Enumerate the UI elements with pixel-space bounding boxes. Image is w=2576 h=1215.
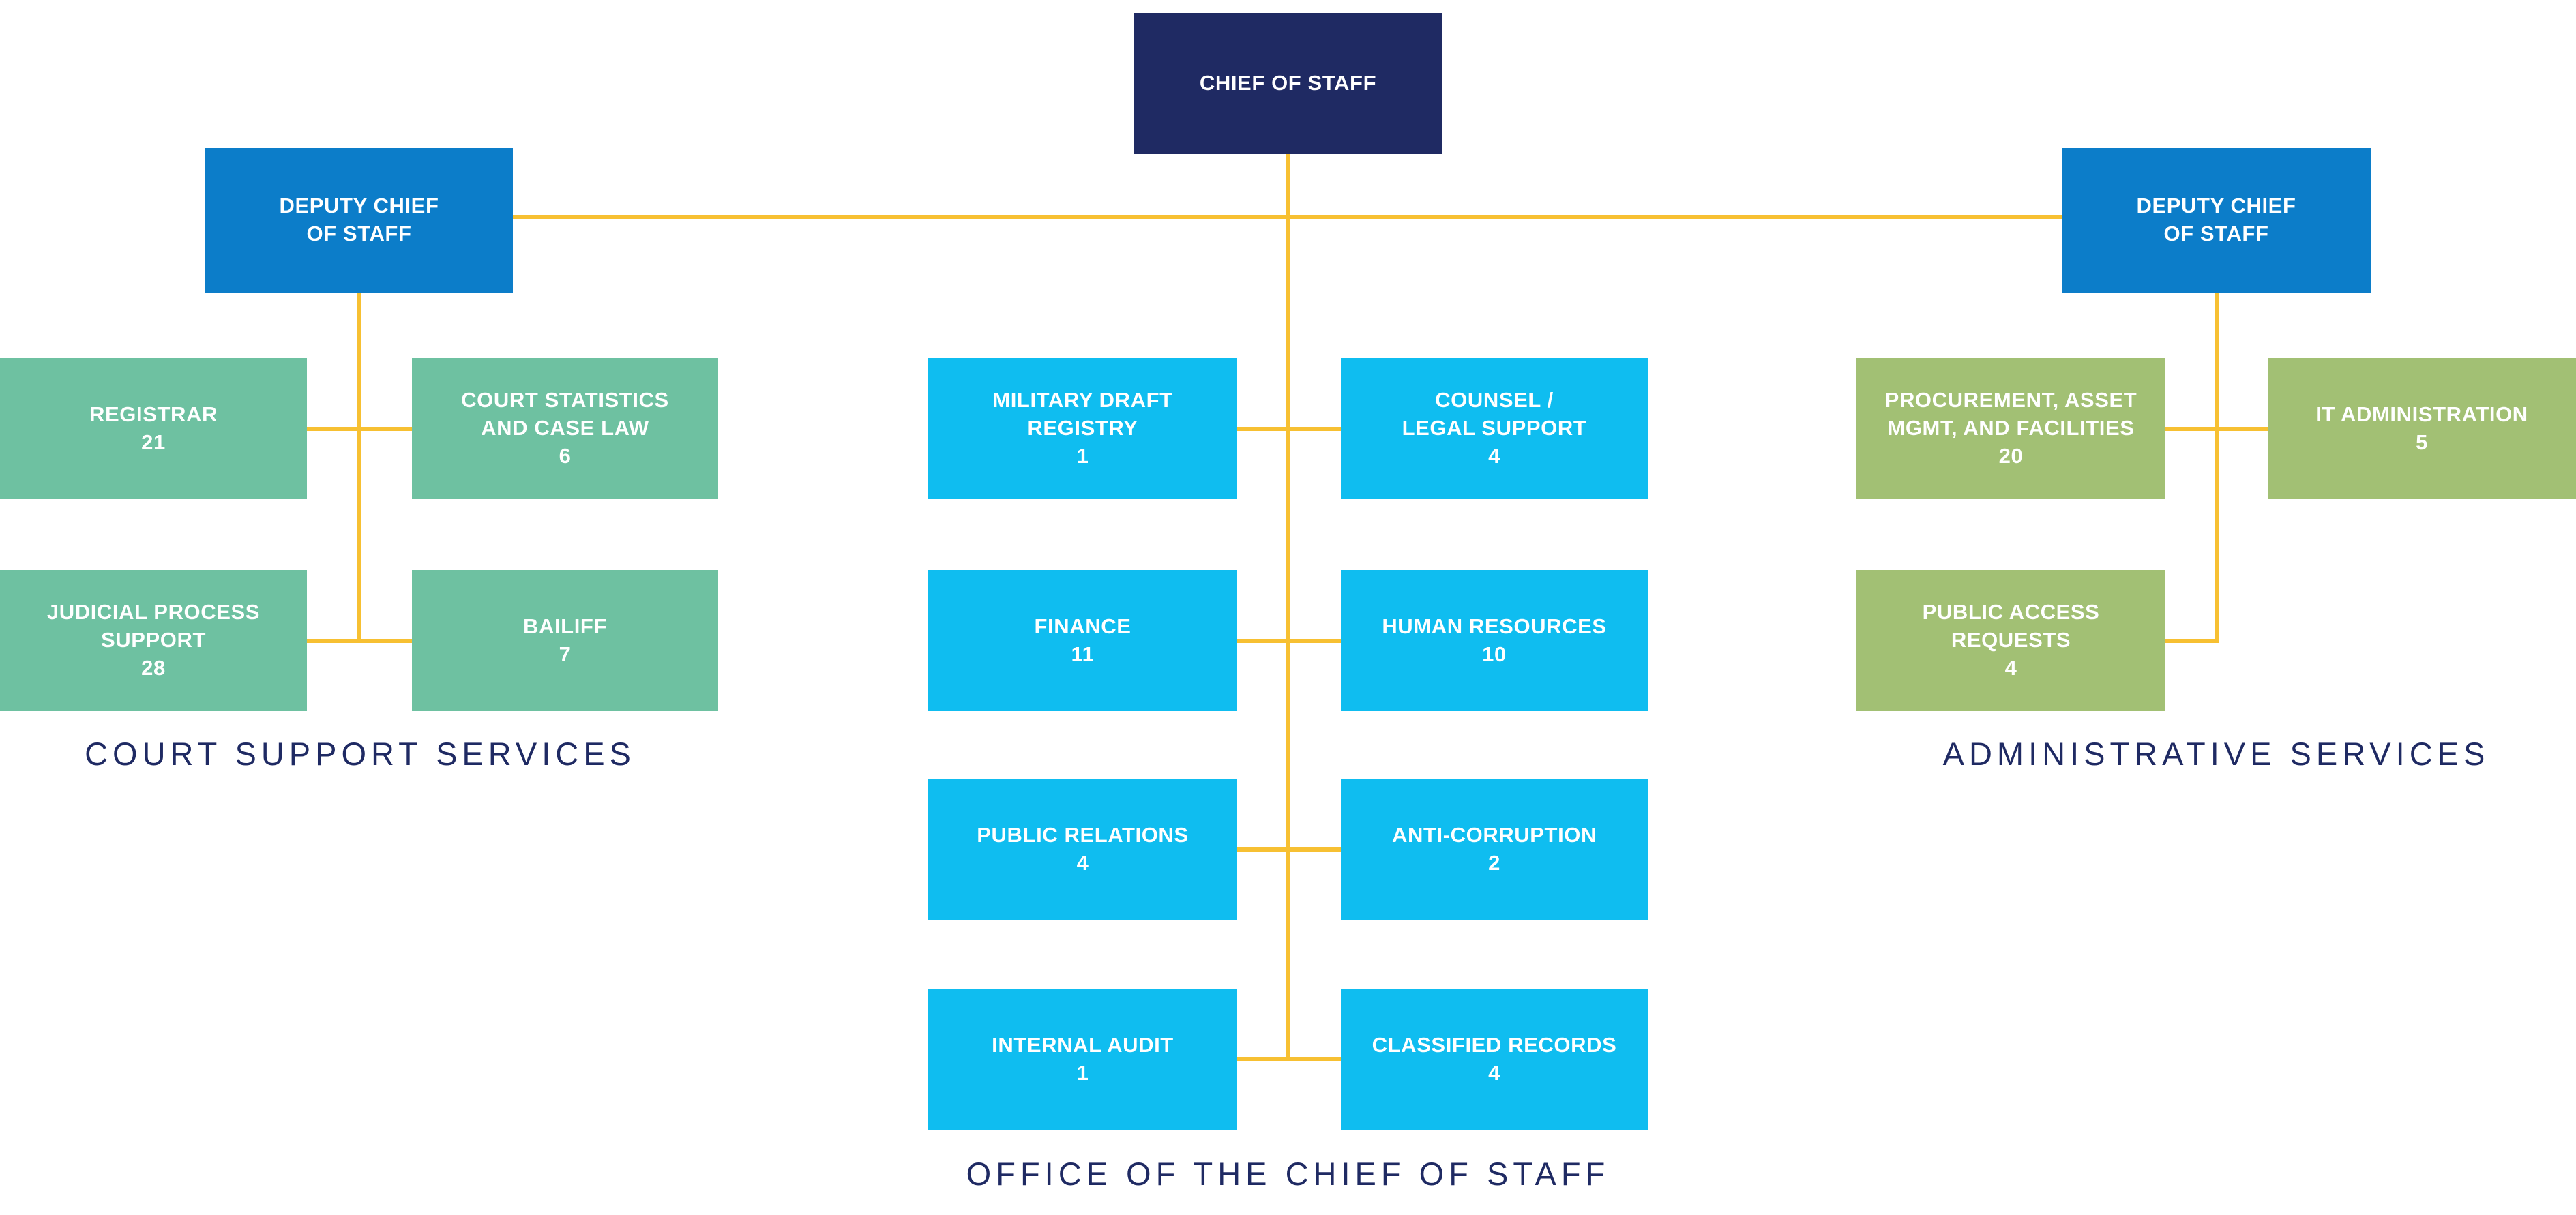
org-box-label: PUBLIC RELATIONS [977, 822, 1189, 847]
org-box-count: 6 [559, 443, 572, 468]
org-box-label: ANTI-CORRUPTION [1391, 822, 1597, 847]
org-box-chief-of-staff: CHIEF OF STAFF [1134, 13, 1442, 154]
org-box-public-access-requests: PUBLIC ACCESS REQUESTS 4 [1856, 570, 2165, 711]
org-box-label: BAILIFF [522, 614, 607, 638]
connector-left-row2 [307, 639, 412, 643]
connector-mid-row3 [1237, 847, 1341, 852]
org-box-label: REGISTRAR [89, 402, 218, 426]
connector-deputy-right-vertical [2215, 292, 2219, 643]
org-box-registrar: REGISTRAR 21 [0, 358, 307, 499]
connector-left-row1 [307, 427, 412, 431]
connector-mid-row2 [1237, 639, 1341, 643]
org-box-military-draft-registry: MILITARY DRAFT REGISTRY 1 [928, 358, 1237, 499]
org-box-count: 1 [1076, 443, 1089, 468]
org-box-judicial-process-support: JUDICIAL PROCESS SUPPORT 28 [0, 570, 307, 711]
org-box-internal-audit: INTERNAL AUDIT 1 [928, 989, 1237, 1130]
org-box-bailiff: BAILIFF 7 [412, 570, 718, 711]
org-box-count: 1 [1076, 1060, 1089, 1085]
connector-deputy-left-vertical [357, 292, 361, 643]
org-box-deputy-chief-right: DEPUTY CHIEF OF STAFF [2062, 148, 2371, 292]
org-box-count: 11 [1071, 642, 1095, 666]
org-box-label: CLASSIFIED RECORDS [1372, 1032, 1617, 1057]
org-box-label: COUNSEL / LEGAL SUPPORT [1402, 388, 1587, 440]
group-caption-office-of-the-chief-of-staff: OFFICE OF THE CHIEF OF STAFF [966, 1156, 1610, 1192]
org-box-label: IT ADMINISTRATION [2315, 402, 2528, 426]
org-box-count: 2 [1488, 850, 1500, 875]
org-box-anti-corruption: ANTI-CORRUPTION 2 [1341, 779, 1648, 920]
org-box-classified-records: CLASSIFIED RECORDS 4 [1341, 989, 1648, 1130]
org-box-label: JUDICIAL PROCESS SUPPORT [46, 600, 261, 652]
org-box-count: 5 [2416, 430, 2428, 454]
org-box-count: 7 [559, 642, 572, 666]
org-box-label: HUMAN RESOURCES [1382, 614, 1607, 638]
org-box-label: FINANCE [1034, 614, 1131, 638]
connector-chief-vertical [1286, 154, 1290, 1061]
org-box-deputy-chief-left: DEPUTY CHIEF OF STAFF [205, 148, 513, 292]
org-box-label: COURT STATISTICS AND CASE LAW [461, 388, 669, 440]
org-box-human-resources: HUMAN RESOURCES 10 [1341, 570, 1648, 711]
connector-mid-row4 [1237, 1057, 1341, 1061]
connector-mid-row1 [1237, 427, 1341, 431]
org-box-label: INTERNAL AUDIT [992, 1032, 1174, 1057]
org-box-label: DEPUTY CHIEF OF STAFF [2136, 194, 2296, 245]
org-box-label: PUBLIC ACCESS REQUESTS [1922, 600, 2100, 652]
group-caption-administrative-services: ADMINISTRATIVE SERVICES [1942, 736, 2490, 772]
org-box-count: 4 [1488, 443, 1500, 468]
connector-right-row1 [2165, 427, 2268, 431]
org-box-procurement-asset-mgmt-facilities: PROCUREMENT, ASSET MGMT, AND FACILITIES … [1856, 358, 2165, 499]
org-box-it-administration: IT ADMINISTRATION 5 [2268, 358, 2576, 499]
org-box-count: 10 [1482, 642, 1507, 666]
group-caption-court-support-services: COURT SUPPORT SERVICES [85, 736, 636, 772]
org-box-count: 21 [141, 430, 166, 454]
org-box-count: 20 [1998, 443, 2024, 468]
org-box-court-statistics: COURT STATISTICS AND CASE LAW 6 [412, 358, 718, 499]
org-box-label: DEPUTY CHIEF OF STAFF [279, 194, 439, 245]
org-box-label: MILITARY DRAFT REGISTRY [992, 388, 1173, 440]
org-box-counsel-legal-support: COUNSEL / LEGAL SUPPORT 4 [1341, 358, 1648, 499]
connector-right-row2-elbow [2165, 639, 2219, 643]
org-box-count: 28 [141, 655, 166, 680]
org-box-label: PROCUREMENT, ASSET MGMT, AND FACILITIES [1884, 388, 2137, 440]
org-box-label: CHIEF OF STAFF [1199, 71, 1377, 95]
org-box-finance: FINANCE 11 [928, 570, 1237, 711]
org-box-public-relations: PUBLIC RELATIONS 4 [928, 779, 1237, 920]
org-box-count: 4 [1488, 1060, 1500, 1085]
org-box-count: 4 [2004, 655, 2017, 680]
org-box-count: 4 [1076, 850, 1089, 875]
